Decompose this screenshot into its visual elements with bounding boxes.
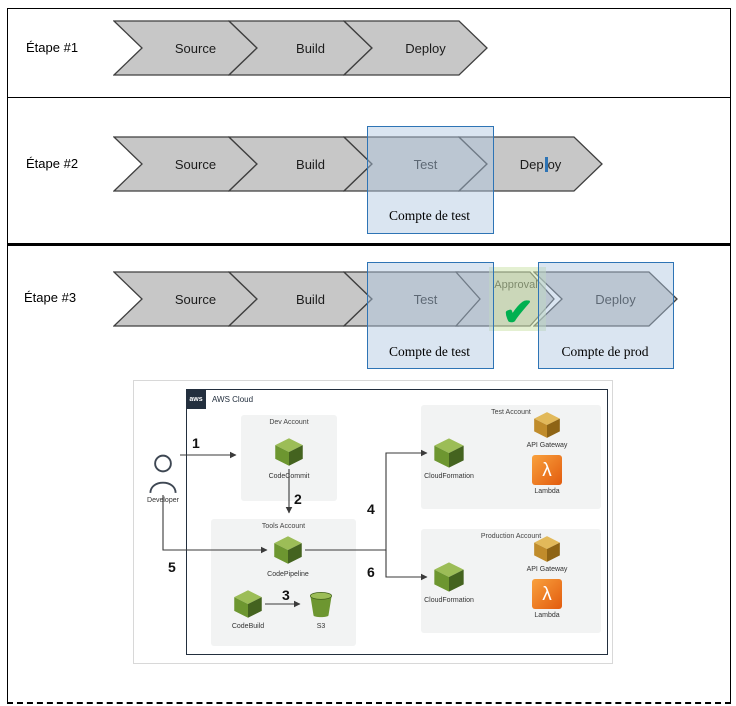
production-account-title: Production Account: [480, 533, 542, 540]
stage3-chevron-build[interactable]: Build: [228, 271, 373, 327]
aws-logo-icon: aws: [186, 389, 206, 409]
stage2-chevron-source[interactable]: Source: [113, 136, 258, 192]
api-gateway-icon: [534, 412, 560, 438]
dev-account-title: Dev Account: [269, 419, 309, 426]
chevron-label-build: Build: [296, 40, 325, 56]
approval-check-icon[interactable]: ✔: [502, 292, 534, 334]
stage-3-label: Étape #3: [24, 290, 77, 305]
step-number-3: 3: [282, 587, 290, 603]
stage1-chevron-deploy[interactable]: Deploy: [343, 20, 488, 76]
lambda-icon: λ: [532, 579, 562, 609]
prod-account-overlay[interactable]: [538, 262, 674, 369]
lambda-label: Lambda: [534, 488, 560, 495]
cloudformation-label: CloudFormation: [424, 473, 474, 480]
developer-label: Developer: [147, 497, 179, 504]
prod-account-overlay-label: Compte de prod: [561, 344, 649, 359]
test-account-overlay[interactable]: [367, 126, 494, 234]
lambda-icon: λ: [532, 455, 562, 485]
aws-cloud-label: AWS Cloud: [212, 395, 254, 404]
chevron-label-test: Test: [413, 291, 438, 307]
codepipeline-icon: [274, 536, 302, 564]
step-number-4: 4: [367, 501, 375, 517]
cloudformation-icon: [434, 562, 464, 592]
stage-2-label: Étape #2: [26, 156, 79, 171]
chevron-label-deploy: Deploy: [595, 291, 636, 307]
chevron-label-source: Source: [174, 156, 217, 172]
approval-highlight[interactable]: [489, 267, 546, 331]
text-cursor: [544, 156, 548, 172]
codebuild-icon: [234, 590, 262, 618]
api-gateway-icon: [534, 536, 560, 562]
stage3-chevron-deploy[interactable]: Deploy: [533, 271, 678, 327]
chevron-label-deploy: Deploy: [405, 40, 446, 56]
test-account-overlay[interactable]: [367, 262, 494, 369]
stage-1-label: Étape #1: [26, 40, 79, 55]
cloudformation-label: CloudFormation: [424, 597, 474, 604]
api-gateway-label: API Gateway: [526, 442, 568, 449]
chevron-label-source: Source: [174, 40, 217, 56]
api-gateway-label: API Gateway: [526, 566, 568, 573]
stage1-chevron-build[interactable]: Build: [228, 20, 373, 76]
codepipeline-label: CodePipeline: [267, 571, 309, 578]
tools-account-title: Tools Account: [261, 523, 306, 530]
stage2-chevron-build[interactable]: Build: [228, 136, 373, 192]
step-number-2: 2: [294, 491, 302, 507]
codebuild-label: CodeBuild: [231, 623, 265, 630]
lambda-label: Lambda: [534, 612, 560, 619]
step-number-6: 6: [367, 564, 375, 580]
test-account-overlay-label: Compte de test: [389, 344, 470, 359]
stage3-chevron-source[interactable]: Source: [113, 271, 258, 327]
test-account-overlay-label: Compte de test: [389, 208, 470, 223]
chevron-label-build: Build: [296, 291, 325, 307]
cloudformation-icon: [434, 438, 464, 468]
s3-label: S3: [316, 623, 326, 630]
aws-architecture-image[interactable]: aws AWS Cloud Developer Dev Account Code…: [133, 380, 613, 664]
step-number-5: 5: [168, 559, 176, 575]
step-number-1: 1: [192, 435, 200, 451]
chevron-label-build: Build: [296, 156, 325, 172]
s3-icon: [310, 592, 332, 618]
deploy-text-before-cursor: Dep: [519, 156, 544, 172]
developer-icon: [149, 454, 177, 494]
chevron-label-test: Test: [413, 156, 438, 172]
test-account-title: Test Account: [491, 409, 531, 416]
codecommit-icon: [275, 438, 303, 466]
codecommit-label: CodeCommit: [268, 473, 310, 480]
deploy-text-after-cursor: oy: [547, 156, 562, 172]
chevron-label-source: Source: [174, 291, 217, 307]
